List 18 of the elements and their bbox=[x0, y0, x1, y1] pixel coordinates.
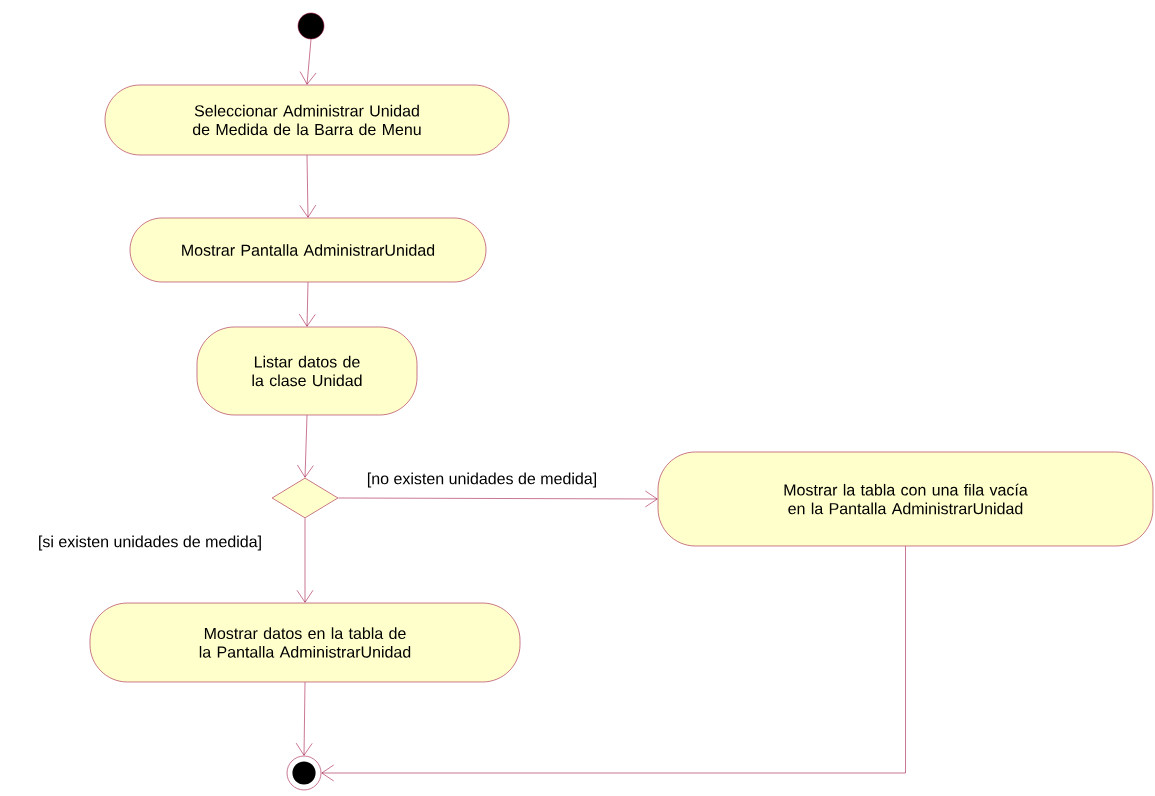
arrow bbox=[299, 39, 317, 85]
activity-box: Listar datos de la clase Unidad bbox=[196, 326, 418, 416]
activity-box: Mostrar la tabla con una fila vacía en la Pantalla AdministrarUnidad bbox=[657, 451, 1154, 547]
edge-label: [no existen unidades de medida] bbox=[365, 471, 599, 489]
arrow bbox=[299, 282, 316, 327]
edge-label: [si existen unidades de medida] bbox=[36, 534, 264, 552]
activity-box: Mostrar datos en la tabla de la Pantalla AdministrarUnidad bbox=[89, 602, 521, 683]
arrow bbox=[297, 415, 314, 478]
arrow bbox=[299, 155, 317, 218]
activity-box: Seleccionar Administrar Unidad de Medida de la Barra de Menu bbox=[104, 84, 510, 156]
arrow bbox=[321, 546, 906, 782]
arrow bbox=[296, 518, 314, 603]
start-circle bbox=[297, 12, 325, 40]
end-bullseye bbox=[286, 755, 322, 791]
arrow bbox=[338, 490, 658, 508]
arrow bbox=[295, 681, 313, 756]
decision-diamond bbox=[271, 477, 339, 519]
activity-box: Mostrar Pantalla AdministrarUnidad bbox=[129, 217, 487, 283]
